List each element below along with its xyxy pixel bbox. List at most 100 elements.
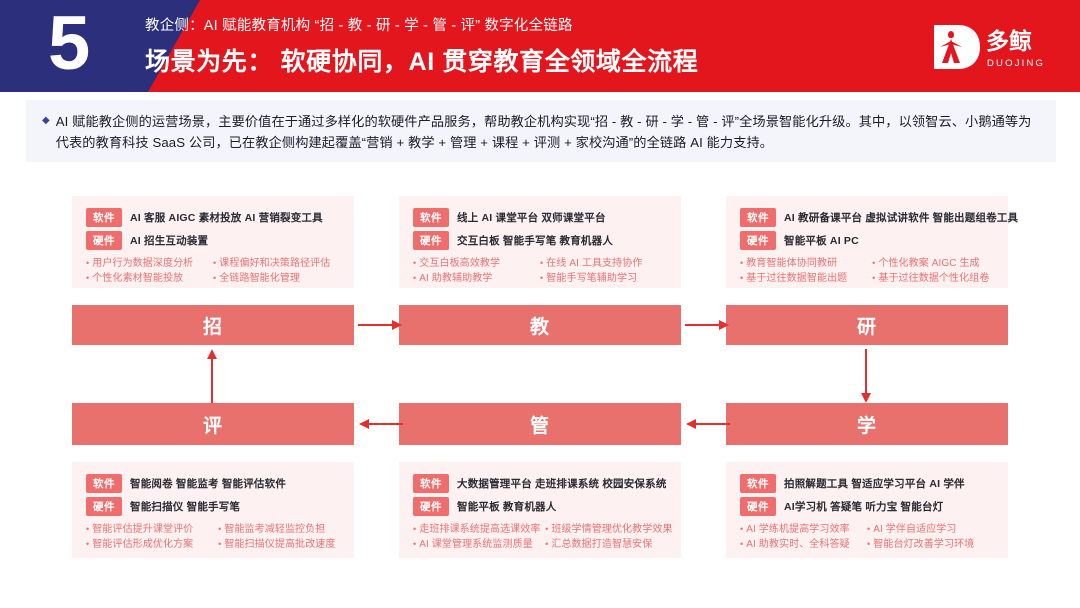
- arrow-shaft: [865, 349, 867, 395]
- description-bullet-icon: ◆: [42, 115, 50, 126]
- card-xue[interactable]: 软件 拍照解题工具 智适应学习平台 AI 学伴 硬件 AI学习机 答疑笔 听力宝…: [726, 462, 1008, 558]
- software-row: 软件 大数据管理平台 走班排课系统 校园安保系统: [413, 474, 667, 493]
- software-tag: 软件: [740, 474, 776, 493]
- benefit-list: AI 学练机提高学习效率 AI 学伴自适应学习 AI 助教实时、全科答疑 智能台…: [740, 522, 994, 552]
- benefit-item: 交互白板高效教学: [413, 256, 540, 271]
- hardware-row: 硬件 智能扫描仪 智能手写笔: [86, 497, 340, 516]
- software-items: 大数据管理平台 走班排课系统 校园安保系统: [457, 478, 667, 490]
- hardware-row: 硬件 交互白板 智能手写笔 教育机器人: [413, 231, 667, 250]
- arrow-down-icon: [860, 349, 872, 403]
- benefit-item: 课程偏好和决策路径评估: [213, 256, 340, 271]
- arrow-shaft: [367, 423, 403, 425]
- hardware-tag: 硬件: [86, 497, 122, 516]
- benefit-item: 汇总数据打造智慧安保: [545, 537, 667, 552]
- slide-number: 5: [48, 1, 90, 86]
- software-row: 软件 AI 教研备课平台 虚拟试讲软件 智能出题组卷工具: [740, 208, 1018, 227]
- arrow-head: [392, 320, 402, 330]
- benefit-item: 全链路智能化管理: [213, 271, 340, 286]
- software-tag: 软件: [86, 474, 122, 493]
- benefit-list: 教育智能体协同教研 个性化教案 AIGC 生成 基于过往数据智能出题 基于过往数…: [740, 256, 994, 286]
- stage-box-yan[interactable]: 研: [726, 305, 1008, 345]
- stage-box-ping[interactable]: 评: [72, 403, 354, 445]
- stage-box-zhao[interactable]: 招: [72, 305, 354, 345]
- page-header: 5 教企侧：AI 赋能教育机构 “招 - 教 - 研 - 学 - 管 - 评” …: [0, 0, 1080, 92]
- benefit-item: 智能扫描仪提高批改速度: [218, 537, 340, 552]
- software-tag: 软件: [740, 208, 776, 227]
- stage-box-guan[interactable]: 管: [399, 403, 681, 445]
- description-text: AI 赋能教企侧的运营场景，主要价值在于通过多样化的软硬件产品服务，帮助教企机构…: [55, 114, 1032, 150]
- software-row: 软件 AI 客服 AIGC 素材投放 AI 营销裂变工具: [86, 208, 340, 227]
- benefit-item: AI 助教实时、全科答疑: [740, 537, 867, 552]
- benefit-item: 在线 AI 工具支持协作: [540, 256, 667, 271]
- arrow-shaft: [358, 324, 394, 326]
- arrow-right-icon: [358, 319, 403, 331]
- benefit-item: AI 课堂管理系统监测质量: [413, 537, 545, 552]
- software-items: 线上 AI 课堂平台 双师课堂平台: [457, 212, 606, 224]
- arrow-shaft: [694, 423, 730, 425]
- benefit-item: 智能台灯改善学习环境: [867, 537, 994, 552]
- software-row: 软件 智能阅卷 智能监考 智能评估软件: [86, 474, 340, 493]
- hardware-items: AI学习机 答疑笔 听力宝 智能台灯: [784, 501, 944, 513]
- arrow-shaft: [211, 357, 213, 403]
- benefit-item: 智能评估形成优化方案: [86, 537, 218, 552]
- software-items: 智能阅卷 智能监考 智能评估软件: [130, 478, 287, 490]
- hardware-tag: 硬件: [740, 231, 776, 250]
- benefit-item: 基于过往数据智能出题: [740, 271, 872, 286]
- arrow-left-icon: [358, 418, 403, 430]
- benefit-item: 班级学情管理优化教学效果: [545, 522, 672, 537]
- software-row: 软件 线上 AI 课堂平台 双师课堂平台: [413, 208, 667, 227]
- card-ping[interactable]: 软件 智能阅卷 智能监考 智能评估软件 硬件 智能扫描仪 智能手写笔 智能评估提…: [72, 462, 354, 558]
- arrow-head: [719, 320, 729, 330]
- benefit-item: AI 助教辅助教学: [413, 271, 540, 286]
- benefit-item: 基于过往数据个性化组卷: [872, 271, 994, 286]
- benefit-item: 教育智能体协同教研: [740, 256, 872, 271]
- arrow-left-icon: [685, 418, 730, 430]
- logo-cn-text: 多鲸: [986, 28, 1032, 54]
- arrow-head: [207, 349, 217, 359]
- card-zhao[interactable]: 软件 AI 客服 AIGC 素材投放 AI 营销裂变工具 硬件 AI 招生互动装…: [72, 196, 354, 288]
- stage-box-xue[interactable]: 学: [726, 403, 1008, 445]
- hardware-items: 智能平板 AI PC: [784, 235, 859, 247]
- software-tag: 软件: [413, 474, 449, 493]
- hardware-row: 硬件 AI 招生互动装置: [86, 231, 340, 250]
- hardware-row: 硬件 智能平板 AI PC: [740, 231, 994, 250]
- arrow-head: [861, 393, 871, 403]
- stage-box-jiao[interactable]: 教: [399, 305, 681, 345]
- hardware-items: AI 招生互动装置: [130, 235, 209, 247]
- benefit-item: 个性化教案 AIGC 生成: [872, 256, 994, 271]
- hardware-row: 硬件 AI学习机 答疑笔 听力宝 智能台灯: [740, 497, 994, 516]
- benefit-item: 智能评估提升课堂评价: [86, 522, 218, 537]
- hardware-row: 硬件 智能平板 教育机器人: [413, 497, 667, 516]
- software-tag: 软件: [413, 208, 449, 227]
- description-panel: ◆ AI 赋能教企侧的运营场景，主要价值在于通过多样化的软硬件产品服务，帮助教企…: [26, 100, 1056, 162]
- benefit-list: 交互白板高效教学 在线 AI 工具支持协作 AI 助教辅助教学 智能手写笔辅助学…: [413, 256, 667, 286]
- hardware-tag: 硬件: [413, 231, 449, 250]
- software-row: 软件 拍照解题工具 智适应学习平台 AI 学伴: [740, 474, 994, 493]
- benefit-item: 用户行为数据深度分析: [86, 256, 213, 271]
- arrow-head: [686, 419, 696, 429]
- hardware-items: 智能平板 教育机器人: [457, 501, 557, 513]
- hardware-items: 交互白板 智能手写笔 教育机器人: [457, 235, 614, 247]
- card-guan[interactable]: 软件 大数据管理平台 走班排课系统 校园安保系统 硬件 智能平板 教育机器人 走…: [399, 462, 681, 558]
- hardware-items: 智能扫描仪 智能手写笔: [130, 501, 241, 513]
- benefit-item: 智能手写笔辅助学习: [540, 271, 667, 286]
- benefit-item: 个性化素材智能投放: [86, 271, 213, 286]
- software-items: 拍照解题工具 智适应学习平台 AI 学伴: [784, 478, 965, 490]
- software-items: AI 客服 AIGC 素材投放 AI 营销裂变工具: [130, 212, 323, 224]
- arrow-shaft: [685, 324, 721, 326]
- duojing-logo: 多鲸 DUOJING: [934, 25, 1045, 69]
- software-tag: 软件: [86, 208, 122, 227]
- hardware-tag: 硬件: [740, 497, 776, 516]
- header-subtitle: 教企侧：AI 赋能教育机构 “招 - 教 - 研 - 学 - 管 - 评” 数字…: [145, 18, 573, 34]
- benefit-item: AI 学伴自适应学习: [867, 522, 994, 537]
- benefit-item: AI 学练机提高学习效率: [740, 522, 867, 537]
- card-yan[interactable]: 软件 AI 教研备课平台 虚拟试讲软件 智能出题组卷工具 硬件 智能平板 AI …: [726, 196, 1018, 288]
- software-items: AI 教研备课平台 虚拟试讲软件 智能出题组卷工具: [784, 212, 1019, 224]
- benefit-list: 用户行为数据深度分析 课程偏好和决策路径评估 个性化素材智能投放 全链路智能化管…: [86, 256, 340, 286]
- card-jiao[interactable]: 软件 线上 AI 课堂平台 双师课堂平台 硬件 交互白板 智能手写笔 教育机器人…: [399, 196, 681, 288]
- header-title: 场景为先： 软硬协同，AI 贯穿教育全领域全流程: [145, 48, 699, 76]
- benefit-list: 智能评估提升课堂评价 智能监考减轻监控负担 智能评估形成优化方案 智能扫描仪提高…: [86, 522, 340, 552]
- hardware-tag: 硬件: [413, 497, 449, 516]
- benefit-item: 智能监考减轻监控负担: [218, 522, 340, 537]
- logo-en-text: DUOJING: [987, 58, 1045, 69]
